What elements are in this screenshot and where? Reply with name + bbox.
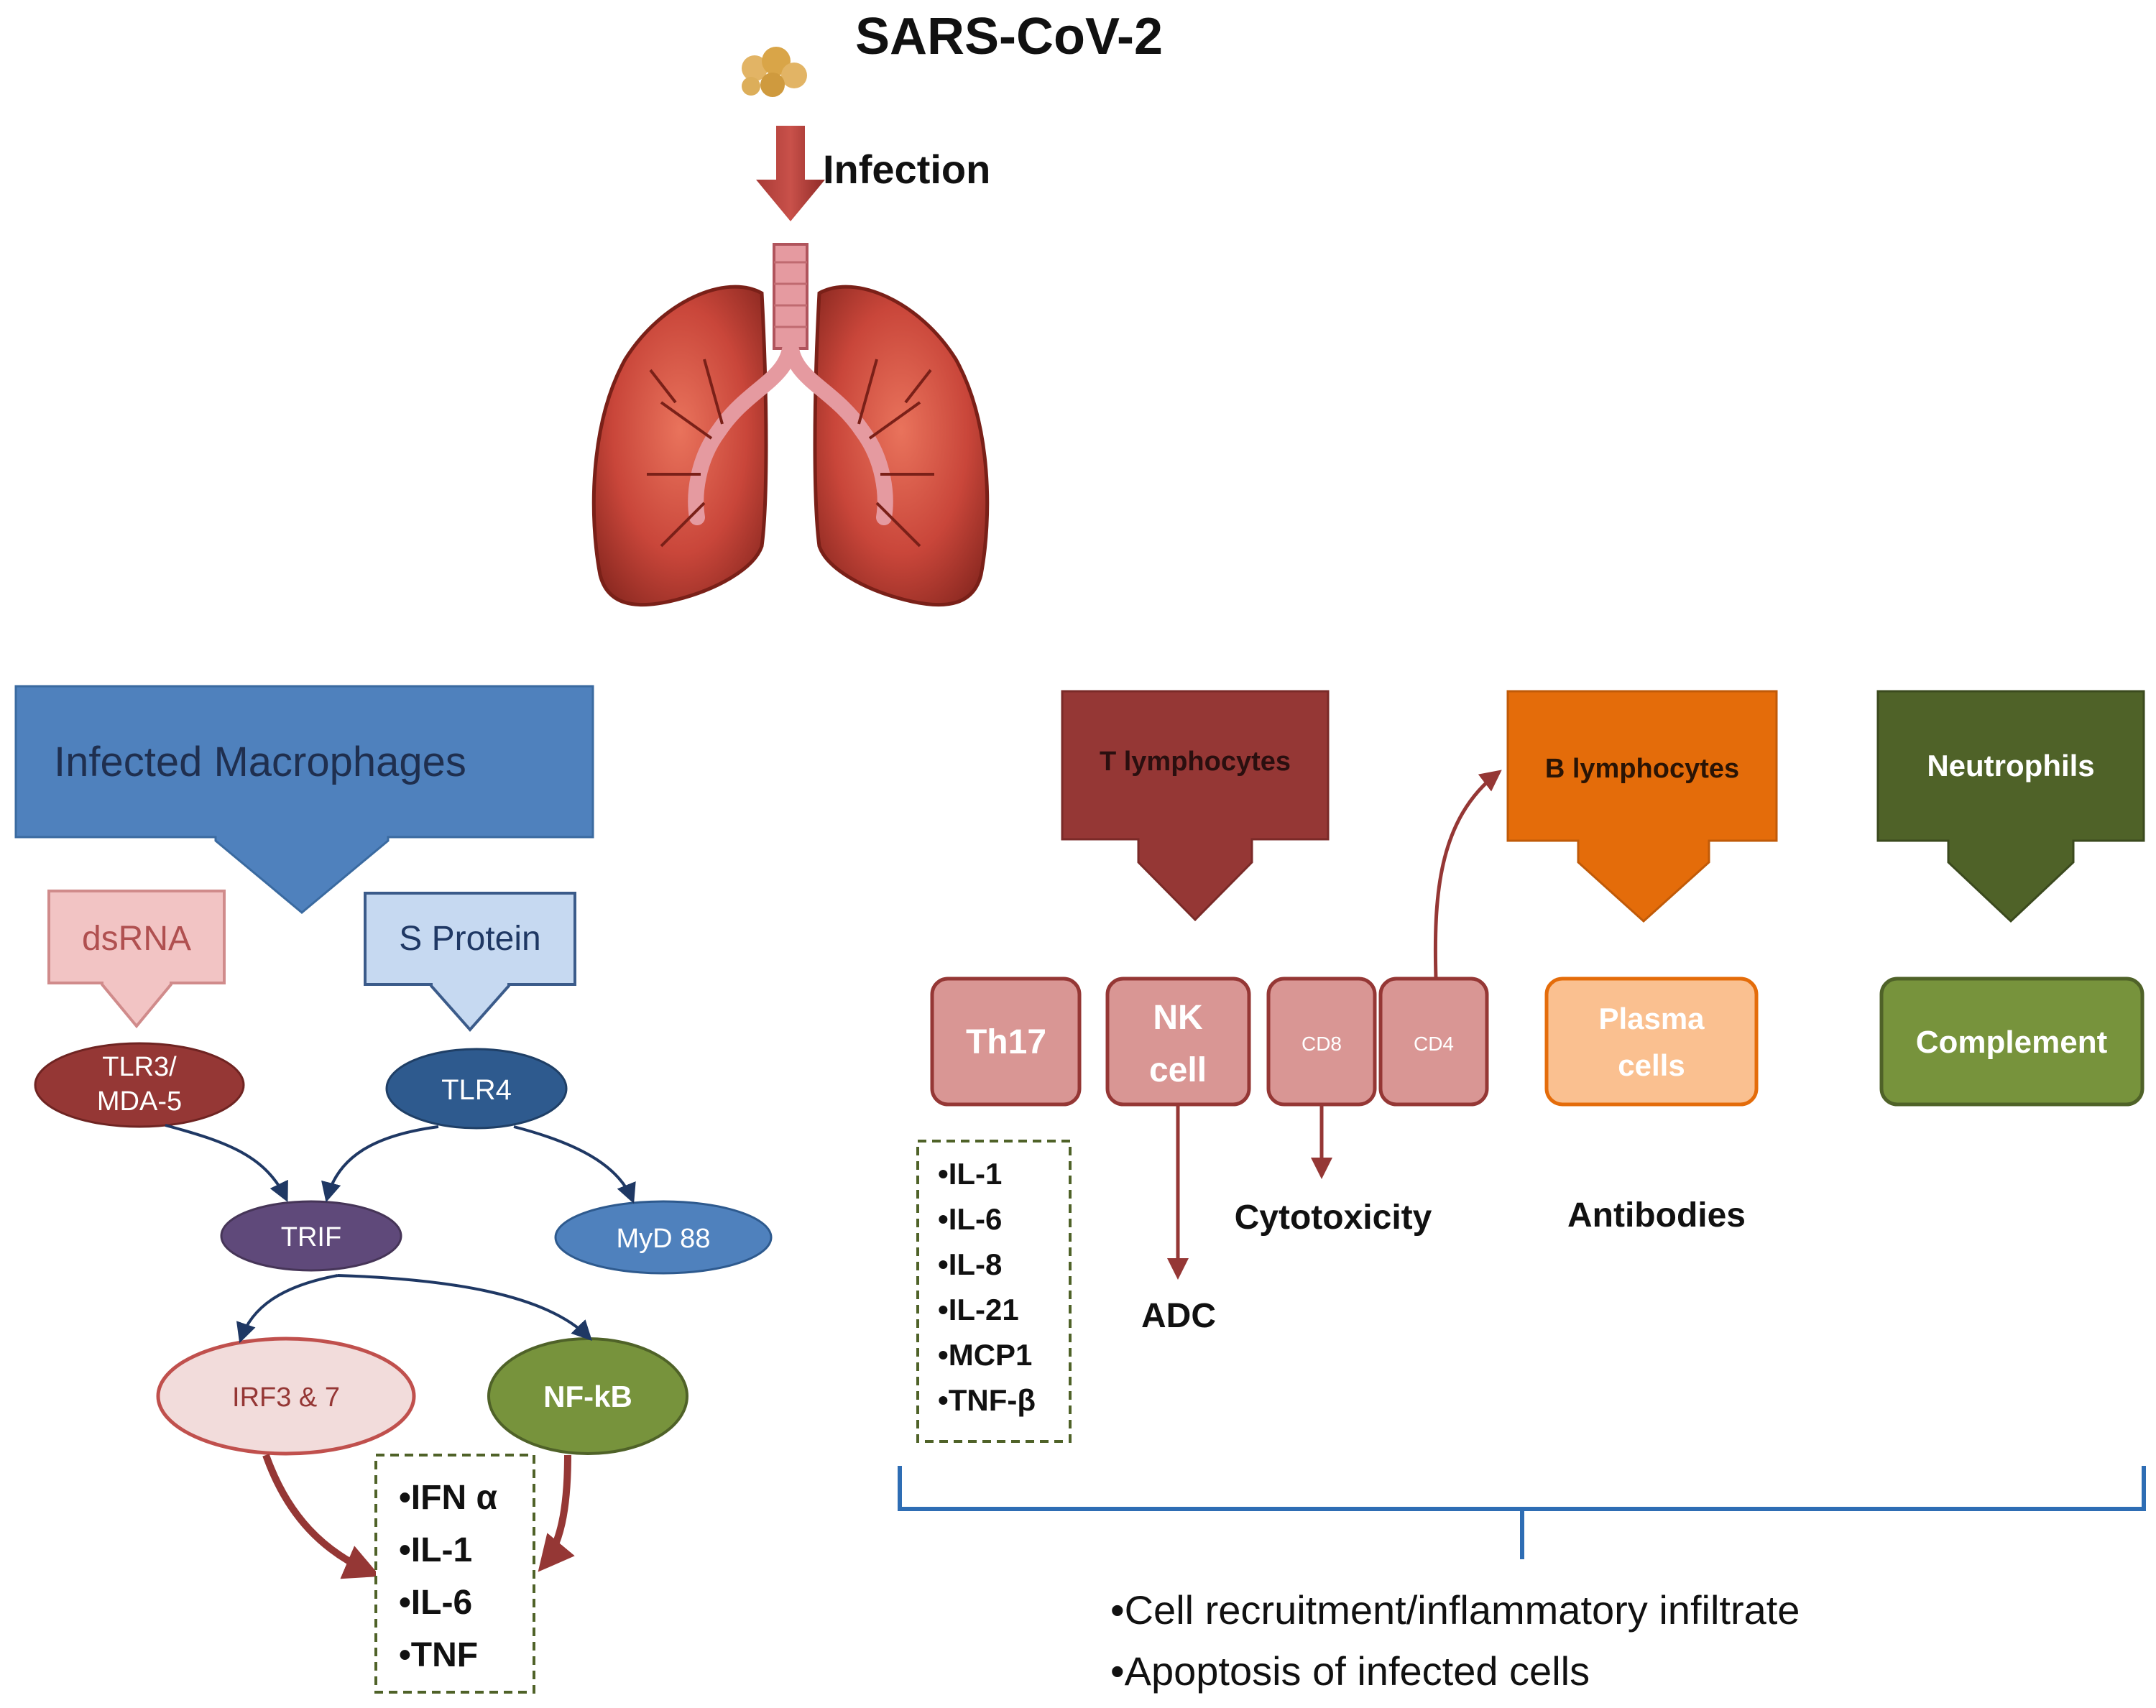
arrow-trif-to-nfkb — [337, 1274, 592, 1342]
adc-label: ADC — [1141, 1297, 1216, 1335]
infected-macrophages-label: Infected Macrophages — [54, 739, 466, 785]
th17-cytokine-item: •IL-6 — [938, 1202, 1002, 1236]
dsrna-label: dsRNA — [82, 920, 191, 958]
cd8-label: CD8 — [1302, 1033, 1342, 1055]
th17-cytokine-item: •TNF-β — [938, 1383, 1036, 1417]
outcome-list: •Cell recruitment/inflammatory infiltrat… — [1110, 1587, 1800, 1694]
plasma-label-line1: Plasma — [1598, 1002, 1705, 1035]
tlr3-mda5-node — [34, 1042, 245, 1128]
trif-label: TRIF — [281, 1222, 341, 1252]
s-protein-block-arrow — [364, 892, 576, 1033]
macrophage-cytokine-item: •TNF — [399, 1636, 478, 1674]
outcome-item: •Apoptosis of infected cells — [1110, 1648, 1590, 1694]
arrow-trif-to-irf — [236, 1274, 338, 1344]
plasma-label-line2: cells — [1618, 1048, 1685, 1082]
macrophage-cytokine-item: •IL-1 — [399, 1531, 472, 1569]
cd4-label: CD4 — [1414, 1033, 1454, 1055]
complement-label: Complement — [1916, 1025, 2108, 1060]
b-lymphocytes-block-arrow — [1506, 690, 1778, 923]
macrophage-cytokine-list: •IFN α •IL-1 •IL-6 •TNF — [399, 1479, 497, 1674]
tlr3-label-line1: TLR3/ — [102, 1052, 177, 1082]
t-lymphocytes-block-arrow — [1061, 690, 1330, 922]
arrow-tlr4-to-myd88 — [513, 1125, 636, 1204]
arrow-tlr3-to-trif — [165, 1124, 288, 1203]
t-lymphocytes-label: T lymphocytes — [1100, 747, 1291, 777]
neutrophils-label: Neutrophils — [1927, 749, 2094, 783]
diagram-title: SARS-CoV-2 — [855, 8, 1163, 65]
macrophage-cytokine-box — [374, 1454, 535, 1694]
th17-label: Th17 — [966, 1023, 1046, 1061]
arrow-nfkb-to-cytokines — [538, 1454, 575, 1572]
macrophage-cytokine-item: •IFN α — [399, 1479, 497, 1517]
nk-label-line1: NK — [1153, 999, 1203, 1037]
complement-box — [1879, 977, 2145, 1107]
th17-cytokine-list: •IL-1 •IL-6 •IL-8 •IL-21 •MCP1 •TNF-β — [938, 1157, 1036, 1417]
infection-arrow — [756, 126, 825, 221]
plasma-cells-box — [1544, 977, 1759, 1107]
trif-node — [220, 1200, 402, 1272]
th17-cytokine-box — [916, 1140, 1072, 1443]
myd88-label: MyD 88 — [617, 1224, 711, 1254]
arrow-irf-to-cytokines — [262, 1454, 381, 1579]
tlr4-label: TLR4 — [441, 1074, 512, 1106]
s-protein-label: S Protein — [399, 920, 540, 958]
cytotoxicity-label: Cytotoxicity — [1235, 1199, 1432, 1237]
dsrna-block-arrow — [47, 890, 226, 1029]
macrophage-cytokine-item: •IL-6 — [399, 1584, 472, 1622]
infected-macrophages-block-arrow — [14, 685, 594, 914]
irf-node — [156, 1337, 416, 1456]
nk-label-line2: cell — [1149, 1051, 1207, 1089]
tlr4-node — [385, 1048, 568, 1130]
th17-cytokine-item: •IL-21 — [938, 1293, 1019, 1326]
b-lymphocytes-label: B lymphocytes — [1545, 754, 1739, 784]
tlr3-label-line2: MDA-5 — [97, 1086, 182, 1117]
th17-cytokine-item: •IL-1 — [938, 1157, 1002, 1191]
lungs-icon — [591, 243, 990, 606]
outcome-bracket — [898, 1466, 2146, 1559]
th17-cytokine-item: •IL-8 — [938, 1247, 1002, 1281]
outcome-item: •Cell recruitment/inflammatory infiltrat… — [1110, 1587, 1800, 1633]
arrow-cd4-to-b-lymphocytes — [1433, 770, 1502, 979]
nfkb-label: NF-kB — [543, 1380, 632, 1413]
infection-label: Infection — [823, 147, 990, 192]
th17-box — [930, 977, 1082, 1107]
neutrophils-block-arrow — [1876, 690, 2145, 923]
arrow-tlr4-to-trif — [321, 1125, 439, 1203]
cd4-box — [1378, 977, 1489, 1107]
virus-icon — [742, 47, 807, 97]
antibodies-label: Antibodies — [1567, 1196, 1746, 1234]
th17-cytokine-item: •MCP1 — [938, 1338, 1032, 1372]
irf-label: IRF3 & 7 — [232, 1382, 340, 1413]
myd88-node — [554, 1200, 773, 1275]
